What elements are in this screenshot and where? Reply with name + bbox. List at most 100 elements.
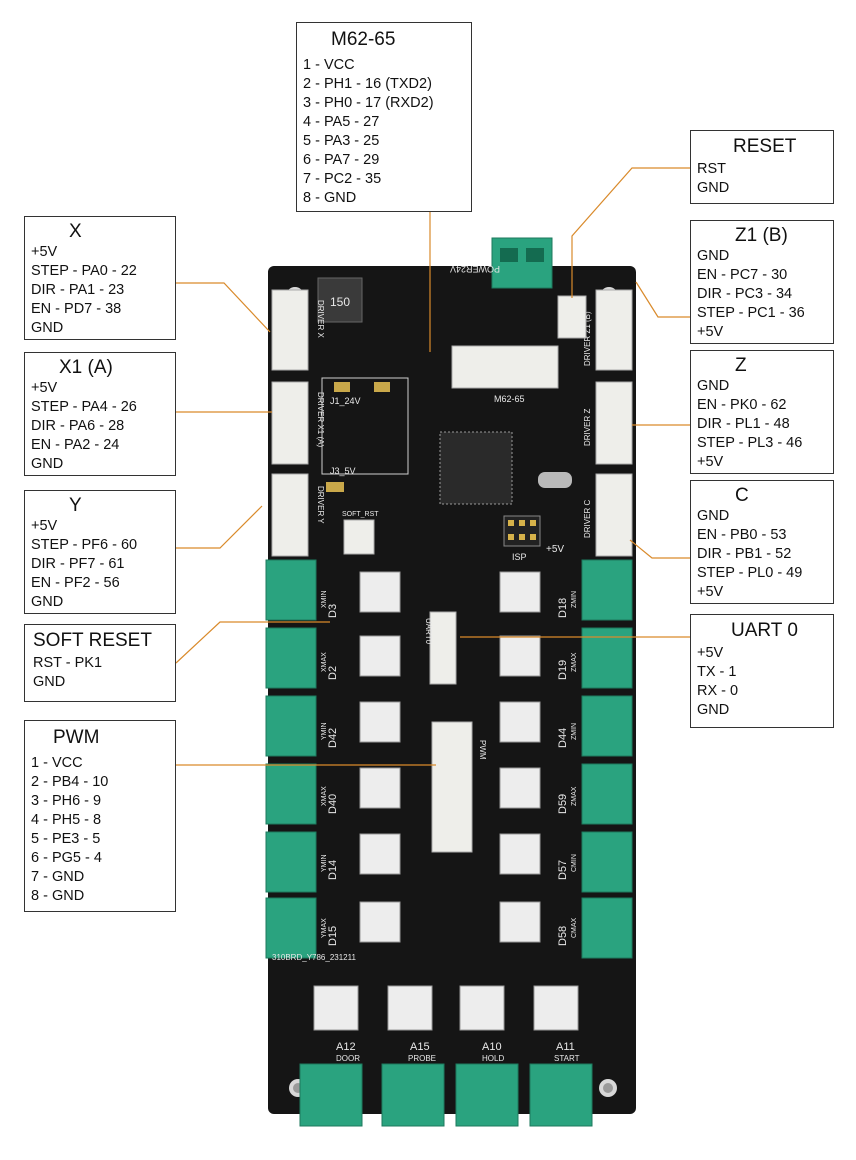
z-title: Z	[735, 355, 747, 376]
reset-title: RESET	[733, 136, 797, 157]
y-pinout-box: Y +5V STEP - PF6 - 60 DIR - PF7 - 61 EN …	[24, 490, 176, 614]
c-line: STEP - PL0 - 49	[697, 565, 803, 581]
driver-z1-connector	[595, 289, 633, 371]
x-pinout-box: X +5V STEP - PA0 - 22 DIR - PA1 - 23 EN …	[24, 216, 176, 340]
svg-text:D15: D15	[327, 926, 339, 946]
m62-65-line: 1 - VCC	[303, 57, 355, 73]
driver-x1-connector	[271, 381, 309, 465]
x1-line: GND	[31, 456, 64, 472]
z1-line: EN - PC7 - 30	[697, 267, 788, 283]
bottom-optocouplers	[313, 985, 579, 1031]
pwm-pinout-box: PWM 1 - VCC 2 - PB4 - 10 3 - PH6 - 9 4 -…	[24, 720, 176, 912]
c-title: C	[735, 485, 749, 506]
y-line: STEP - PF6 - 60	[31, 537, 138, 553]
svg-text:DRIVER X: DRIVER X	[316, 300, 325, 338]
svg-text:DRIVER Y: DRIVER Y	[316, 486, 325, 524]
c-pinout-box: C GND EN - PB0 - 53 DIR - PB1 - 52 STEP …	[690, 480, 834, 604]
m62-65-pinout-box: M62-65 1 - VCC 2 - PH1 - 16 (TXD2) 3 - P…	[296, 22, 472, 212]
svg-text:J1_24V: J1_24V	[330, 396, 361, 406]
c-line: EN - PB0 - 53	[697, 527, 787, 543]
svg-text:+5V: +5V	[546, 544, 564, 555]
power-label: POWER24V	[450, 264, 500, 274]
svg-text:DRIVER Z: DRIVER Z	[583, 409, 592, 446]
svg-text:D19: D19	[557, 660, 569, 680]
svg-text:D40: D40	[327, 794, 339, 814]
svg-text:PROBE: PROBE	[408, 1054, 436, 1063]
z1-line: +5V	[697, 324, 724, 340]
y-line: DIR - PF7 - 61	[31, 556, 125, 572]
svg-text:XMAX: XMAX	[321, 652, 328, 672]
svg-text:ZMIN: ZMIN	[571, 591, 578, 608]
svg-text:150: 150	[330, 295, 350, 309]
svg-text:PWM: PWM	[478, 740, 487, 760]
driver-c-connector	[595, 473, 633, 557]
svg-text:ZMIN: ZMIN	[571, 723, 578, 740]
uart-connector	[429, 611, 457, 685]
svg-text:HOLD: HOLD	[482, 1054, 504, 1063]
svg-text:DOOR: DOOR	[336, 1054, 360, 1063]
pwm-connector	[431, 721, 473, 853]
pwm-line: 3 - PH6 - 9	[31, 793, 102, 809]
m62-65-line: 8 - GND	[303, 190, 357, 206]
x-line: GND	[31, 320, 64, 336]
x-line: DIR - PA1 - 23	[31, 282, 125, 298]
inductor	[317, 277, 363, 323]
pwm-line: 5 - PE3 - 5	[31, 831, 101, 847]
pwm-line: 2 - PB4 - 10	[31, 774, 109, 790]
svg-text:J3_5V: J3_5V	[330, 466, 356, 476]
right-optocouplers	[499, 571, 541, 943]
svg-text:D42: D42	[327, 728, 339, 748]
c-line: +5V	[697, 584, 724, 600]
z-pinout-box: Z GND EN - PK0 - 62 DIR - PL1 - 48 STEP …	[690, 350, 834, 474]
svg-text:DRIVER Z1 (B): DRIVER Z1 (B)	[583, 311, 592, 366]
c-line: DIR - PB1 - 52	[697, 546, 792, 562]
uart0-title: UART 0	[731, 620, 798, 641]
uart0-line: RX - 0	[697, 683, 739, 699]
pwm-line: 8 - GND	[31, 888, 85, 904]
z1-title: Z1 (B)	[735, 225, 788, 246]
reset-line: GND	[697, 180, 730, 196]
z-line: +5V	[697, 454, 724, 470]
driver-x-connector	[271, 289, 309, 371]
x-line: EN - PD7 - 38	[31, 301, 122, 317]
svg-text:D14: D14	[327, 860, 339, 880]
power-connector	[491, 237, 553, 289]
left-terminals	[265, 559, 317, 959]
m62-65-line: 5 - PA3 - 25	[303, 133, 380, 149]
x1-line: DIR - PA6 - 28	[31, 418, 125, 434]
reset-connector	[557, 295, 587, 339]
bottom-terminals	[299, 1063, 593, 1127]
m62-65-line: 2 - PH1 - 16 (TXD2)	[303, 76, 432, 92]
svg-text:ISP: ISP	[512, 552, 527, 562]
svg-text:D57: D57	[557, 860, 569, 880]
z1-line: STEP - PC1 - 36	[697, 305, 805, 321]
svg-text:D3: D3	[327, 604, 339, 618]
svg-text:D58: D58	[557, 926, 569, 946]
x1-line: STEP - PA4 - 26	[31, 399, 137, 415]
svg-text:D59: D59	[557, 794, 569, 814]
soft-reset-connector	[343, 519, 375, 555]
pwm-line: 7 - GND	[31, 869, 85, 885]
soft-reset-pinout-box: SOFT RESET RST - PK1 GND	[24, 624, 176, 702]
driver-z-connector	[595, 381, 633, 465]
soft-reset-title: SOFT RESET	[33, 630, 152, 651]
pwm-line: 1 - VCC	[31, 755, 83, 771]
svg-text:CMIN: CMIN	[571, 854, 578, 872]
svg-text:DRIVER C: DRIVER C	[583, 500, 592, 538]
svg-text:UART0: UART0	[424, 618, 433, 645]
m62-65-title: M62-65	[331, 29, 396, 50]
svg-text:YMIN: YMIN	[321, 855, 328, 873]
pwm-title: PWM	[53, 727, 100, 748]
x-title: X	[69, 221, 82, 242]
svg-text:YMIN: YMIN	[321, 723, 328, 741]
m62-connector	[451, 345, 559, 389]
z-line: GND	[697, 378, 730, 394]
z-line: EN - PK0 - 62	[697, 397, 787, 413]
x1-line: +5V	[31, 380, 58, 396]
uart0-line: TX - 1	[697, 664, 737, 680]
svg-text:ZMAX: ZMAX	[571, 786, 578, 806]
microcontroller	[439, 431, 513, 505]
svg-text:310BRD_Y786_231211: 310BRD_Y786_231211	[272, 953, 356, 962]
left-optocouplers	[359, 571, 401, 943]
reset-line: RST	[697, 161, 726, 177]
